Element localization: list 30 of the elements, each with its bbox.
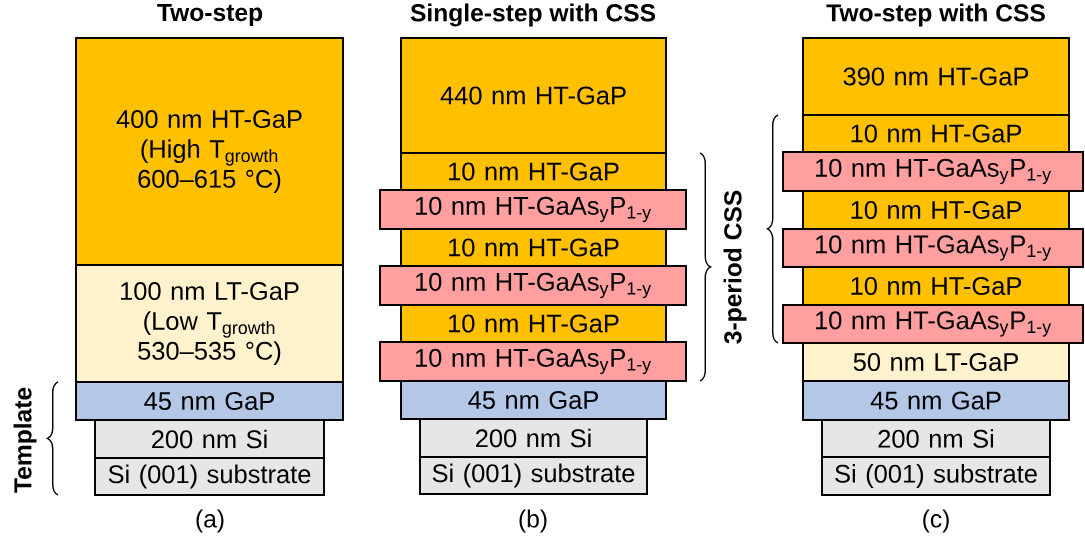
layer-box: 10 nm HT-GaP: [400, 152, 667, 191]
layer-box: 10 nm HT-GaP: [802, 266, 1070, 306]
layer-box: 10 nm HT-GaAs$_{y}$P$_{1-y}$: [782, 151, 1084, 192]
layer-box: 200 nm Si: [94, 419, 325, 459]
layer-box: 10 nm HT-GaAs$_{y}$P$_{1-y}$: [379, 265, 687, 306]
panel-label: (b): [519, 509, 547, 533]
layer-box: Si (001) substrate: [419, 456, 648, 495]
layer-box: Si (001) substrate: [821, 456, 1051, 496]
layer-box: 10 nm HT-GaP: [400, 228, 667, 267]
layer-box: 400 nm HT-GaP (High T$_{growth}$ 600–615 °C): [75, 37, 344, 266]
layer-box: 10 nm HT-GaAs$_{y}$P$_{1-y}$: [782, 304, 1084, 344]
layer-box: 45 nm GaP: [802, 380, 1070, 421]
layer-box: 10 nm HT-GaP: [802, 114, 1070, 153]
layer-box: 10 nm HT-GaAs$_{y}$P$_{1-y}$: [782, 228, 1084, 268]
layer-box: 200 nm Si: [419, 418, 648, 458]
brace-label: 3-period CSS: [723, 190, 747, 344]
layer-box: 50 nm LT-GaP: [802, 342, 1070, 382]
layer-box: 10 nm HT-GaP: [802, 190, 1070, 230]
layer-box: 10 nm HT-GaAs$_{y}$P$_{1-y}$: [379, 341, 687, 382]
layer-box: 45 nm GaP: [75, 381, 344, 421]
layer-box: Si (001) substrate: [94, 457, 325, 496]
layer-box: 10 nm HT-GaAs$_{y}$P$_{1-y}$: [379, 189, 687, 230]
brace-label: Template: [13, 387, 37, 493]
layer-box: 10 nm HT-GaP: [400, 304, 667, 343]
layer-box: 200 nm Si: [821, 419, 1051, 458]
layer-box: 100 nm LT-GaP (Low T$_{growth}$ 530–535 °C): [75, 264, 344, 383]
panel-label: (c): [923, 509, 949, 533]
panel-label: (a): [196, 509, 224, 533]
panel-title: Single-step with CSS: [410, 3, 656, 27]
layer-box: 45 nm GaP: [400, 380, 667, 420]
